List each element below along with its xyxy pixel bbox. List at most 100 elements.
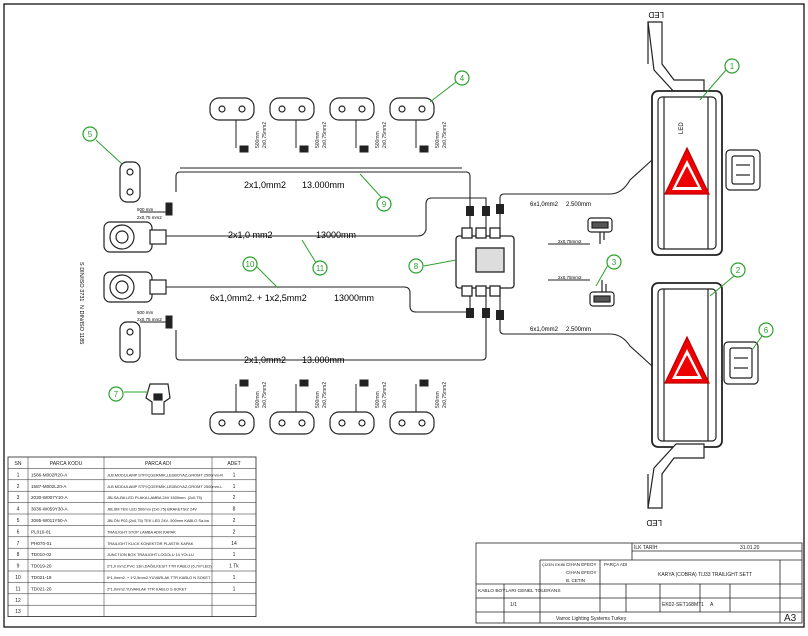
bom-cell-code: 1586-M002R20-A: [31, 472, 68, 477]
company-name: Varroc Lighting Systems Turkey: [556, 616, 627, 622]
marker-cable-sec-1: 2x0,75mm2: [262, 122, 268, 148]
callout-number-3: 3: [612, 258, 617, 267]
bom-header-code: PARCA KODU: [50, 461, 83, 467]
marker-cable-len-7: 500mm: [375, 391, 381, 408]
plate-lamps: [587, 217, 615, 307]
bom-cell-sn: 12: [15, 598, 21, 604]
callout-circle-3: [606, 254, 622, 270]
led-label-bottom: LED: [646, 518, 662, 527]
bom-cell-sn: 2: [17, 484, 20, 490]
front-lamp-clip-len-top: 500 mm: [137, 207, 154, 212]
bom-cell-qty: 1: [233, 484, 236, 490]
front-lamp-clip-len-bottom: 500 mm: [137, 310, 154, 315]
marker-cable-len-2: 500mm: [315, 131, 321, 148]
cable-11-section: 2x1,0 mm2: [228, 230, 273, 240]
first-date-value: 31.01.20: [740, 545, 760, 551]
bom-cell-sn: 5: [17, 518, 20, 524]
callout-circle-9: [376, 196, 392, 212]
tolerance-label: KABLO BOYLARI GENEL TOLERANS: [478, 588, 561, 594]
callout-number-1: 1: [730, 62, 735, 71]
bom-cell-sn: 8: [17, 552, 20, 558]
cable-10-section: 6x1,0mm2. + 1x2,5mm2: [210, 293, 307, 303]
marker-lamp-leads-top: [235, 120, 429, 153]
rear-lamp-left: [647, 282, 759, 509]
bom-cell-code: TD019-20: [31, 564, 52, 569]
bom-cell-name: 2*1,0mm2.YUVARLAK TTR KABLO S SOKET: [107, 586, 187, 591]
bom-cell-qty: 8: [233, 507, 236, 513]
lamp-cable-top-length: 2.500mm: [566, 202, 591, 208]
bom-cell-name: 2*1,0 mm2,PVC 13m,DAĞILKESIT TTR KABLO (…: [107, 564, 212, 569]
scale-value: 1/1: [510, 602, 517, 608]
drawn-label: ÇİZEN EKİBİ: [542, 562, 565, 567]
connector-cover-clip: [145, 383, 171, 415]
lamp-cable-bottom-length: 2.500mm: [566, 327, 591, 333]
bom-cell-name: TRAILIGHT KLICK KONEKTÖR PLASTİK KAPAK: [107, 541, 194, 546]
callout-circle-2: [730, 262, 746, 278]
callout-circle-1: [724, 58, 740, 74]
bom-cell-code: 3065-W011Y50-A: [31, 518, 68, 523]
callout-circle-11: [312, 260, 328, 276]
cable-bottom-section: 2x1,0mm2: [244, 355, 286, 365]
callout-circle-8: [408, 258, 424, 274]
bom-cell-sn: 1: [17, 472, 20, 478]
callout-number-4: 4: [460, 74, 465, 83]
marker-cable-len-6: 500mm: [315, 391, 321, 408]
bom-cell-name: 6*1,0mm2. + 1*2,5mm2.YUVARLAK TTR KABLO …: [107, 575, 211, 580]
marker-cable-len-5: 500mm: [255, 391, 261, 408]
bom-cell-sn: 6: [17, 529, 20, 535]
junction-box: [455, 227, 515, 297]
plug-s-label: S DIN/ISO 3731: [78, 262, 84, 301]
bom-cell-code: 3036-W059Y30-A: [31, 507, 68, 512]
part-name-label: PARÇA ADI: [604, 562, 627, 567]
led-label-top: LED: [648, 10, 664, 19]
front-lamp-clip-sec-bottom: 2x0,75 mm2: [137, 317, 162, 322]
marker-cable-sec-3: 2x0,75mm2: [382, 122, 388, 148]
cable-runs: [166, 159, 653, 367]
drawing-frame: [3, 3, 805, 628]
bom-cell-name: JLB MODULAMP STP,İÇGERMİK,LEDBOYAZ,GROMT…: [107, 472, 223, 477]
bom-cell-qty: 1 Tk: [229, 564, 239, 570]
cable-connectors: [466, 204, 504, 320]
bom-cell-code: TD021-20: [31, 586, 52, 591]
front-position-lamps: [119, 161, 141, 363]
bom-cell-qty: 1: [233, 575, 236, 581]
marker-lamps-top: [209, 97, 435, 121]
bom-cell-sn: 13: [15, 609, 21, 615]
callout-circle-10: [242, 256, 258, 272]
bom-cell-qty: 1: [233, 586, 236, 592]
approved-by: B. CETIN: [566, 578, 585, 583]
bom-cell-qty: 1: [233, 552, 236, 558]
bom-cell-sn: 10: [15, 575, 21, 581]
cable-10-length: 13000mm: [334, 293, 374, 303]
drawing-number: EK02-SET168MT1: [662, 602, 704, 608]
bom-cell-code: PL010-01: [31, 529, 51, 534]
plate-cable-1-label: 2x0,75mm2: [558, 239, 582, 244]
bom-cell-qty: 2: [233, 529, 236, 535]
cable-bottom-length: 13.000mm: [302, 355, 345, 365]
lamp-cable-bottom-section: 6x1,0mm2: [530, 327, 559, 333]
bom-cell-sn: 9: [17, 564, 20, 570]
front-lamp-clip-sec-top: 2x0,75 mm2: [137, 215, 162, 220]
bom-cell-code: TD021-19: [31, 575, 52, 580]
bom-cell-name: JBLSA-BA LED PLAKA LAMBA 24V 1500mm. (2x…: [107, 495, 203, 500]
marker-cable-sec-6: 2x0,75mm2: [322, 382, 328, 408]
bom-cell-name: JBLÖN P02,(2x0,75) TEK LED 24V- 500mm KA…: [107, 518, 210, 523]
callout-circle-6: [758, 322, 774, 338]
callout-number-8: 8: [414, 262, 419, 271]
cable-9-section: 2x1,0mm2: [244, 180, 286, 190]
trailer-plugs: [103, 221, 167, 303]
lamp-cable-top-section: 6x1,0mm2: [530, 202, 559, 208]
callout-number-5: 5: [88, 130, 93, 139]
lamp-led-text: LED: [679, 122, 685, 134]
rear-lamp-right: [647, 21, 761, 256]
marker-cable-len-8: 500mm: [435, 391, 441, 408]
bom-cell-qty: 2: [233, 495, 236, 501]
marker-cable-len-3: 500mm: [375, 131, 381, 148]
bom-cell-code: TD010-02: [31, 552, 52, 557]
marker-cable-sec-2: 2x0,75mm2: [322, 122, 328, 148]
bom-cell-name: TRAILIGHT STOP LAMBA ADR KAPAK: [107, 529, 176, 534]
cable-11-length: 13000mm: [316, 230, 356, 240]
